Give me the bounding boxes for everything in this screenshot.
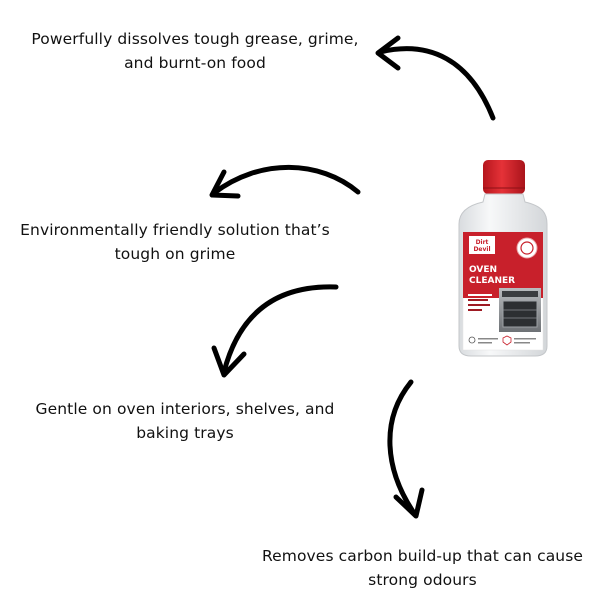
caption-eco-line1: Environmentally friendly solution that’s — [20, 221, 330, 239]
caption-gentle-line2: baking trays — [136, 424, 234, 442]
curved-arrow-icon — [387, 379, 425, 519]
bottle-label: Dirt Devil OVEN CLEANER — [462, 231, 544, 351]
caption-odours-line2: strong odours — [368, 571, 477, 589]
product-bottle: Dirt Devil OVEN CLEANER — [458, 160, 548, 357]
info-icon — [468, 336, 476, 344]
bottle-cap — [483, 160, 525, 194]
curved-arrow-icon — [211, 284, 339, 378]
shield-icon — [502, 335, 512, 346]
curved-arrow-icon — [375, 35, 496, 121]
caption-grease-line2: and burnt-on food — [124, 54, 266, 72]
product-name-line1: OVEN — [469, 265, 497, 275]
brand-line1: Dirt — [476, 239, 489, 246]
caption-grease-line1: Powerfully dissolves tough grease, grime… — [31, 30, 359, 48]
caption-eco-line2: tough on grime — [114, 245, 236, 263]
caption-gentle-line1: Gentle on oven interiors, shelves, and — [35, 400, 335, 418]
caption-gentle: Gentle on oven interiors, shelves, and b… — [20, 397, 350, 445]
caption-eco: Environmentally friendly solution that’s… — [10, 218, 340, 266]
curved-arrow-icon — [209, 164, 361, 199]
brand-line2: Devil — [473, 246, 490, 253]
caption-grease: Powerfully dissolves tough grease, grime… — [20, 27, 370, 75]
oven-image — [499, 288, 541, 332]
brand-logo: Dirt Devil — [469, 236, 495, 254]
caption-odours: Removes carbon build-up that can cause s… — [255, 544, 590, 592]
badge-icon — [516, 237, 538, 259]
product-name-line2: CLEANER — [469, 276, 515, 286]
caption-odours-line1: Removes carbon build-up that can cause — [261, 547, 584, 565]
